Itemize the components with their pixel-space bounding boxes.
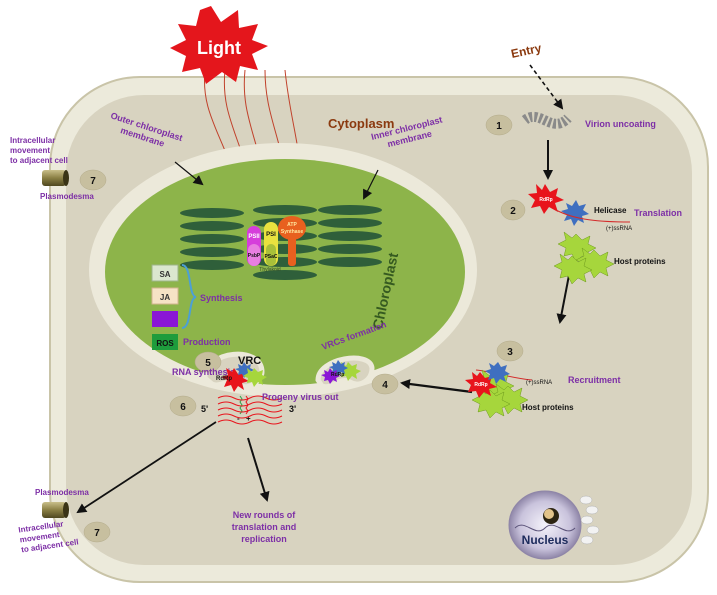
psac-label: PSaC bbox=[264, 254, 277, 260]
arrow-6-plasmodesma bbox=[76, 421, 217, 514]
svg-text:7: 7 bbox=[90, 176, 96, 187]
atp-label-1: ATP bbox=[287, 222, 297, 228]
intracell-bottom-label: Intracellular movement to adjacent cell bbox=[18, 519, 79, 554]
ssrna-label-step2: (+)ssRNA bbox=[606, 226, 632, 232]
plasmodesma-top-icon bbox=[42, 170, 66, 186]
plasmodesma-bottom-opening bbox=[63, 502, 69, 518]
synthesis-brace bbox=[181, 264, 197, 329]
light-burst bbox=[170, 6, 268, 84]
outer-membrane-pointer bbox=[174, 161, 204, 186]
arrow-6-newrounds bbox=[247, 437, 270, 502]
rdrp-label-step3: RdRp bbox=[474, 382, 487, 388]
entry-label: Entry bbox=[510, 41, 543, 61]
svg-text:7: 7 bbox=[94, 528, 100, 539]
inner-membrane-pointer bbox=[363, 169, 379, 200]
svg-text:New rounds of: New rounds of bbox=[233, 510, 297, 520]
ros-label: ROS bbox=[156, 339, 174, 348]
rna-synthesis-label: RNA synthesis bbox=[172, 367, 235, 377]
cytoplasm-label: Cytoplasm bbox=[328, 116, 394, 131]
ssrna-step2 bbox=[555, 209, 631, 223]
third-hormone-box bbox=[152, 311, 178, 327]
new-rounds-label: New rounds of translation and replicatio… bbox=[232, 510, 297, 544]
atp-label-2: Synthase bbox=[281, 229, 303, 235]
svg-text:3: 3 bbox=[507, 347, 513, 358]
synthesis-label: Synthesis bbox=[200, 293, 243, 303]
atp-synthase bbox=[278, 216, 306, 266]
host-proteins-step2 bbox=[553, 231, 615, 285]
svg-text:5: 5 bbox=[205, 358, 211, 369]
psi-label: PSI bbox=[266, 232, 276, 238]
svg-text:Intracellular: Intracellular bbox=[10, 136, 55, 145]
svg-text:translation and: translation and bbox=[232, 522, 297, 532]
svg-text:6: 6 bbox=[180, 402, 186, 413]
virion bbox=[521, 111, 572, 129]
step-circles bbox=[79, 114, 526, 543]
ssrna-label-step3: (+)ssRNA bbox=[526, 380, 552, 386]
minus-strand-label: - bbox=[237, 414, 240, 423]
svg-text:1: 1 bbox=[496, 121, 502, 132]
entry-arrow bbox=[529, 64, 564, 110]
vrc-right-complex bbox=[321, 360, 361, 384]
svg-text:replication: replication bbox=[241, 534, 287, 544]
virion-uncoating-label: Virion uncoating bbox=[585, 119, 656, 129]
progeny-rna bbox=[217, 395, 283, 425]
nucleus-pores bbox=[579, 495, 600, 545]
helicase-step2 bbox=[561, 200, 589, 226]
helicase-step3 bbox=[485, 362, 510, 384]
progeny-label: Progeny virus out bbox=[262, 392, 339, 402]
plasmodesma-bottom-label: Plasmodesma bbox=[35, 488, 89, 497]
rdrp-label-vrc-left: RdRp bbox=[216, 376, 232, 382]
sa-label: SA bbox=[159, 270, 170, 279]
psii-label: PSII bbox=[248, 234, 260, 240]
light-label: Light bbox=[197, 38, 241, 58]
thylakoid-label: Thylakoid bbox=[259, 267, 281, 273]
arrow-2-3 bbox=[556, 269, 571, 324]
intracell-top-label: Intracellular movement to adjacent cell bbox=[10, 136, 68, 165]
step-numbers: 1 2 3 4 5 6 7 7 bbox=[90, 121, 516, 539]
production-label: Production bbox=[183, 337, 231, 347]
rdrp-label-vrc-right: RdRp bbox=[331, 372, 344, 378]
host-proteins-label-step2: Host proteins bbox=[614, 257, 666, 266]
rdrp-step2 bbox=[528, 184, 564, 214]
plus-strand-label: + bbox=[246, 414, 251, 423]
dna-strand bbox=[514, 524, 576, 532]
plasmodesma-top-opening bbox=[63, 170, 69, 186]
ja-label: JA bbox=[160, 293, 170, 302]
psac-complex bbox=[266, 244, 276, 266]
five-prime-label: 5' bbox=[201, 404, 208, 414]
nucleus-label: Nucleus bbox=[522, 533, 569, 547]
nucleolus-highlight bbox=[544, 509, 554, 519]
pspc-label: PsbP bbox=[248, 253, 261, 259]
nucleus bbox=[508, 490, 582, 560]
plasmodesma-top-label: Plasmodesma bbox=[40, 192, 94, 201]
ja-box bbox=[151, 287, 179, 305]
rna-strand-minus bbox=[239, 395, 243, 415]
arrow-3-4 bbox=[400, 379, 473, 394]
svg-text:movement: movement bbox=[10, 146, 50, 155]
rdrp-label-step2: RdRp bbox=[539, 197, 552, 203]
plasmodesma-bottom-icon bbox=[42, 502, 66, 518]
ros-box bbox=[152, 334, 178, 350]
host-proteins-label-step3: Host proteins bbox=[522, 403, 574, 412]
svg-text:2: 2 bbox=[510, 206, 516, 217]
three-prime-label: 3' bbox=[289, 404, 296, 414]
sa-box bbox=[151, 264, 179, 282]
svg-text:4: 4 bbox=[382, 380, 388, 391]
recruitment-label: Recruitment bbox=[568, 375, 621, 385]
pspc-complex bbox=[248, 244, 260, 266]
vrc-left-complex bbox=[221, 362, 267, 392]
helicase-label-step2: Helicase bbox=[594, 206, 627, 215]
svg-text:to adjacent cell: to adjacent cell bbox=[10, 156, 68, 165]
translation-label: Translation bbox=[634, 208, 682, 218]
